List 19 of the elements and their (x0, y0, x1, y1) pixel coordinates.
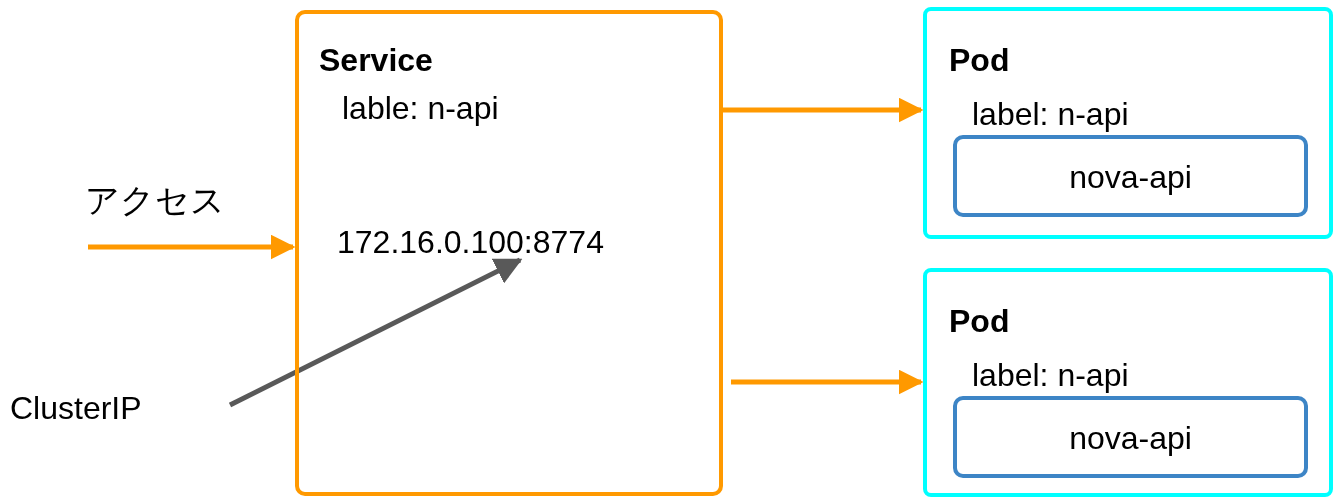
node-title: Pod (949, 305, 1010, 337)
service-box (295, 10, 723, 496)
node-title: Service (319, 44, 433, 76)
arrow (88, 234, 296, 260)
node-text: lable: n-api (342, 92, 499, 124)
node-title: Pod (949, 44, 1010, 76)
arrow (228, 257, 523, 408)
container-name: nova-api (1068, 422, 1193, 454)
container-box (953, 396, 1308, 478)
pod-box (923, 268, 1333, 497)
node-label: ClusterIP (10, 392, 142, 424)
pod-box (923, 7, 1333, 239)
arrow (723, 97, 924, 123)
container-box (953, 135, 1308, 217)
container-name: nova-api (1068, 161, 1193, 193)
node-text: label: n-api (972, 98, 1129, 130)
node-label: 172.16.0.100:8774 (337, 226, 604, 258)
arrow (731, 369, 924, 395)
node-text: label: n-api (972, 359, 1129, 391)
